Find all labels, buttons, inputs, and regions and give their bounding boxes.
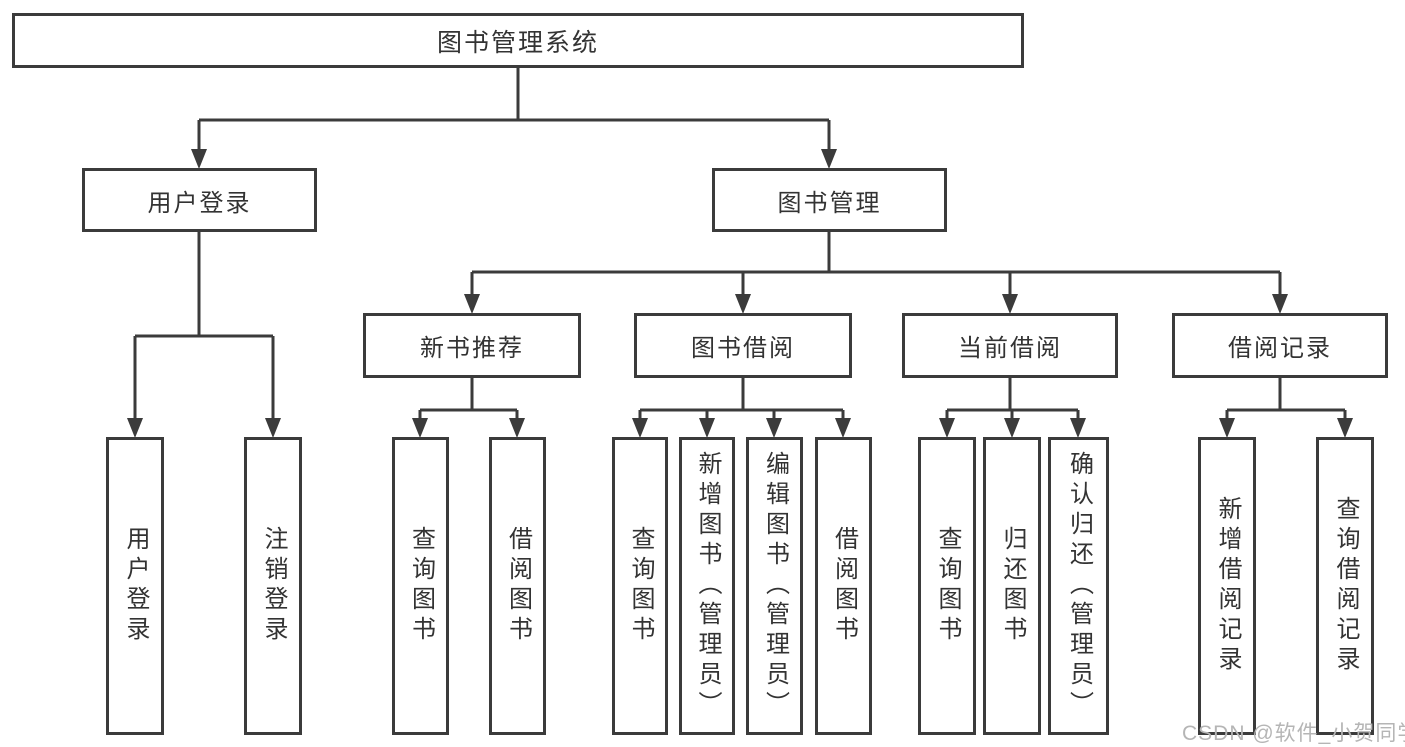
leaf-label: 借阅图书 <box>830 526 858 646</box>
node-borrowing-records: 借阅记录 <box>1172 313 1388 378</box>
arrowhead-icon <box>1337 418 1353 438</box>
arrowhead-icon <box>265 418 281 438</box>
leaf-label: 编辑图书（管理员） <box>761 451 789 721</box>
leaf-borrow-books: 借阅图书 <box>815 437 872 735</box>
node-label: 借阅记录 <box>1228 335 1332 362</box>
node-label: 当前借阅 <box>958 335 1062 362</box>
leaf-add-borrow-record: 新增借阅记录 <box>1198 437 1256 735</box>
arrowhead-icon <box>735 294 751 314</box>
leaf-add-book-admin: 新增图书（管理员） <box>679 437 735 735</box>
arrowhead-icon <box>632 418 648 438</box>
arrowhead-icon <box>766 418 782 438</box>
leaf-label: 确认归还（管理员） <box>1065 451 1093 721</box>
leaf-query-books-borrow: 查询图书 <box>612 437 668 735</box>
leaf-label: 新增图书（管理员） <box>694 451 721 721</box>
leaf-query-borrow-record: 查询借阅记录 <box>1316 437 1374 735</box>
arrowhead-icon <box>509 418 525 438</box>
connector-borrow-record <box>1219 378 1353 438</box>
leaf-confirm-return-admin: 确认归还（管理员） <box>1048 437 1109 735</box>
leaf-label: 注销登录 <box>260 526 287 646</box>
leaf-label: 查询图书 <box>627 526 654 646</box>
connector-book-management <box>464 232 1288 314</box>
node-root: 图书管理系统 <box>12 13 1024 68</box>
node-user-login: 用户登录 <box>82 168 317 232</box>
arrowhead-icon <box>1004 418 1020 438</box>
leaf-edit-book-admin: 编辑图书（管理员） <box>746 437 803 735</box>
arrowhead-icon <box>127 418 143 438</box>
node-current-borrowing: 当前借阅 <box>902 313 1118 378</box>
connector-user-login <box>127 232 281 438</box>
leaf-label: 用户登录 <box>122 526 149 646</box>
arrowhead-icon <box>1219 418 1235 438</box>
node-new-book-recommendation: 新书推荐 <box>363 313 581 378</box>
leaf-label: 查询图书 <box>934 526 961 646</box>
arrowhead-icon <box>1272 294 1288 314</box>
connector-current-borrow <box>939 378 1086 438</box>
leaf-query-books-current: 查询图书 <box>918 437 976 735</box>
arrowhead-icon <box>1070 418 1086 438</box>
arrowhead-icon <box>699 418 715 438</box>
leaf-logout: 注销登录 <box>244 437 302 735</box>
arrowhead-icon <box>939 418 955 438</box>
node-label: 图书借阅 <box>691 335 795 362</box>
node-book-management: 图书管理 <box>712 168 947 232</box>
leaf-label: 查询借阅记录 <box>1332 496 1359 676</box>
node-label: 用户登录 <box>147 189 252 217</box>
node-label: 图书管理 <box>777 189 882 217</box>
arrowhead-icon <box>835 418 851 438</box>
leaf-label: 查询图书 <box>407 526 435 646</box>
leaf-label: 借阅图书 <box>504 526 532 646</box>
leaf-query-books-recommend: 查询图书 <box>392 437 449 735</box>
csdn-watermark: CSDN @软件_小贺同学 <box>1182 722 1405 745</box>
leaf-borrow-books-recommend: 借阅图书 <box>489 437 546 735</box>
connector-book-borrow <box>632 378 851 438</box>
leaf-return-books: 归还图书 <box>983 437 1041 735</box>
connector-new-book <box>412 378 525 438</box>
node-label: 图书管理系统 <box>436 28 599 57</box>
connector-root <box>191 68 837 169</box>
leaf-user-login: 用户登录 <box>106 437 164 735</box>
arrowhead-icon <box>191 149 207 169</box>
arrowhead-icon <box>1002 294 1018 314</box>
node-label: 新书推荐 <box>420 335 524 362</box>
arrowhead-icon <box>821 149 837 169</box>
arrowhead-icon <box>412 418 428 438</box>
node-book-borrowing: 图书借阅 <box>634 313 852 378</box>
leaf-label: 新增借阅记录 <box>1214 496 1241 676</box>
leaf-label: 归还图书 <box>999 526 1026 646</box>
arrowhead-icon <box>464 294 480 314</box>
